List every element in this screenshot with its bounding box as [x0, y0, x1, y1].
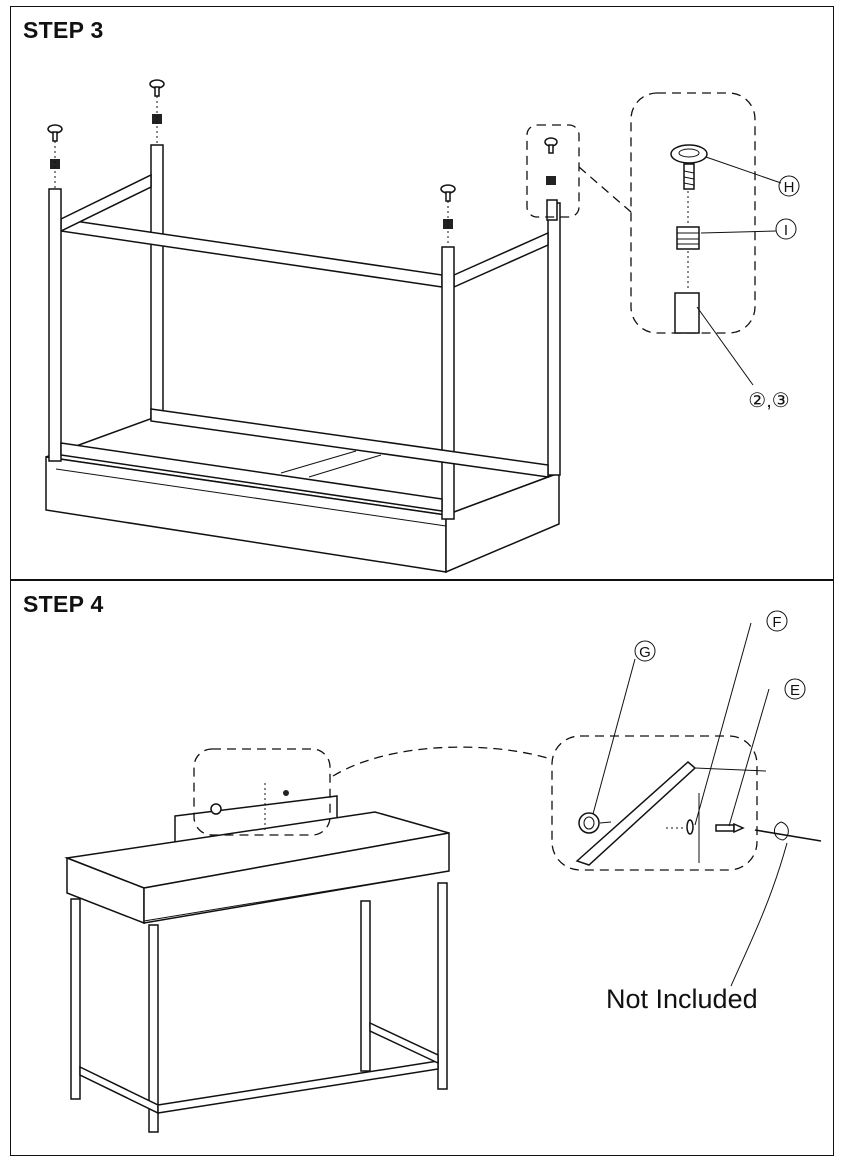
step3-panel: STEP 3	[10, 6, 834, 580]
callout-f-label: F	[772, 614, 781, 631]
step4-panel: STEP 4	[10, 580, 834, 1156]
frame-back	[60, 144, 561, 476]
callout-i-label: I	[784, 222, 788, 239]
frame-front-legs	[48, 188, 549, 520]
callout-g: G	[634, 640, 656, 662]
step3-title: STEP 3	[23, 17, 104, 43]
desk	[64, 795, 450, 1133]
callout-e: E	[784, 678, 806, 700]
callout-h-label: H	[784, 179, 795, 196]
knob-icon	[578, 812, 612, 834]
step4-drawing: G F E Not Included	[64, 610, 822, 1133]
attach-detail-bubble	[551, 622, 822, 987]
callout-e-label: E	[790, 682, 800, 699]
bolt-icon	[670, 144, 708, 190]
washer-icon	[686, 819, 694, 835]
step3-drawing: H I ②,③	[45, 79, 800, 574]
callout-g-label: G	[639, 644, 651, 661]
not-included-note: Not Included	[606, 984, 758, 1014]
callout-i: I	[775, 218, 797, 240]
callout-legs-label: ②,③	[748, 390, 789, 412]
step4-title: STEP 4	[23, 591, 104, 617]
callout-h: H	[778, 175, 800, 197]
screw-icon	[715, 822, 745, 834]
detail-bubble	[630, 92, 782, 386]
leg-hardware	[47, 79, 632, 245]
leveling-insert-icon	[676, 226, 700, 250]
screwdriver-icon	[754, 821, 822, 842]
callout-f: F	[766, 610, 788, 632]
attach-detail-small	[193, 748, 331, 836]
